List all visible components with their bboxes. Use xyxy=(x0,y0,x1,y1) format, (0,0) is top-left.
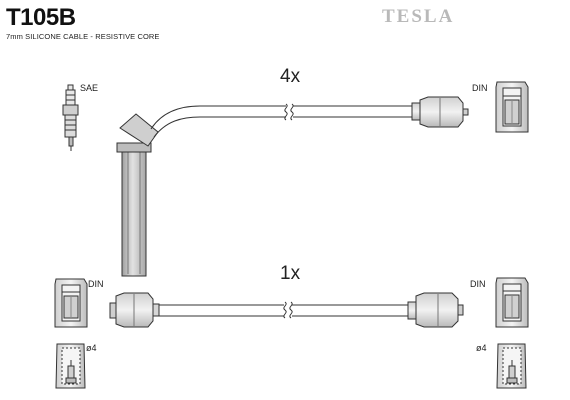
din-label-mid-right: DIN xyxy=(470,279,486,289)
pin-diameter-label-left: ø4 xyxy=(86,343,97,353)
bottom-lead-quantity: 1x xyxy=(280,263,301,284)
din-label-mid-left: DIN xyxy=(88,279,104,289)
din-terminal-cap-icon xyxy=(495,81,529,133)
bottom-ignition-lead xyxy=(109,292,464,328)
pin-terminal-icon xyxy=(55,343,86,389)
spark-plug-icon xyxy=(62,84,79,151)
din-label-top-right: DIN xyxy=(472,83,488,93)
pin-terminal-icon xyxy=(496,343,527,389)
brand-logo: TESLA xyxy=(382,6,455,27)
part-code: T105B xyxy=(6,4,76,31)
din-terminal-cap-icon xyxy=(495,277,529,328)
top-ignition-lead xyxy=(116,96,469,277)
pin-diameter-label-right: ø4 xyxy=(476,343,487,353)
din-terminal-cap-icon xyxy=(54,278,88,328)
cable-description: 7mm SILICONE CABLE - RESISTIVE CORE xyxy=(6,32,160,41)
sae-label: SAE xyxy=(80,83,99,93)
top-lead-quantity: 4x xyxy=(280,66,301,87)
